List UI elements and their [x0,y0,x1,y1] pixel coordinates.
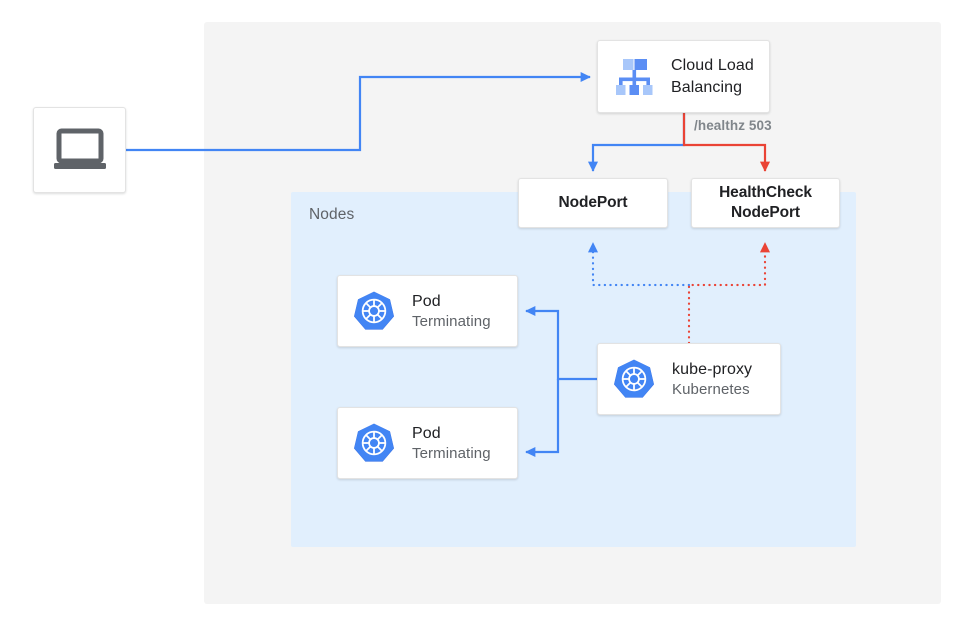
pod-node[interactable]: Pod Terminating [337,407,518,479]
healthcheck-nodeport-node[interactable]: HealthCheck NodePort [691,178,840,228]
kubernetes-icon [352,421,396,465]
cloud-load-balancing-icon [610,55,658,99]
clb-title-line-2: Balancing [671,78,743,96]
nodes-region-label: Nodes [309,206,355,223]
client-laptop-node[interactable] [33,107,126,193]
pod-node[interactable]: Pod Terminating [337,275,518,347]
pod-label: Pod Terminating [412,291,491,332]
healthcheck-nodeport-label: HealthCheck NodePort [719,183,812,223]
nodeport-node[interactable]: NodePort [518,178,668,228]
nodeport-label: NodePort [558,194,628,212]
healthz-503-edge-label: /healthz 503 [694,118,772,133]
pod-status: Terminating [412,312,491,330]
cloud-load-balancing-node[interactable]: Cloud Load Balancing [597,40,770,113]
kube-proxy-subtitle: Kubernetes [672,380,750,398]
kubernetes-icon [352,289,396,333]
kube-proxy-title: kube-proxy [672,360,753,378]
pod-status: Terminating [412,444,491,462]
kube-proxy-label: kube-proxy Kubernetes [672,359,752,400]
kube-proxy-node[interactable]: kube-proxy Kubernetes [597,343,781,415]
kubernetes-icon [612,357,656,401]
cloud-load-balancing-label: Cloud Load Balancing [671,55,754,97]
pod-title: Pod [412,424,441,442]
pod-title: Pod [412,292,441,310]
hc-title-line-1: HealthCheck [719,184,812,202]
laptop-icon [51,127,109,173]
clb-title-line-1: Cloud Load [671,57,754,75]
pod-label: Pod Terminating [412,423,491,464]
hc-title-line-2: NodePort [731,204,800,221]
